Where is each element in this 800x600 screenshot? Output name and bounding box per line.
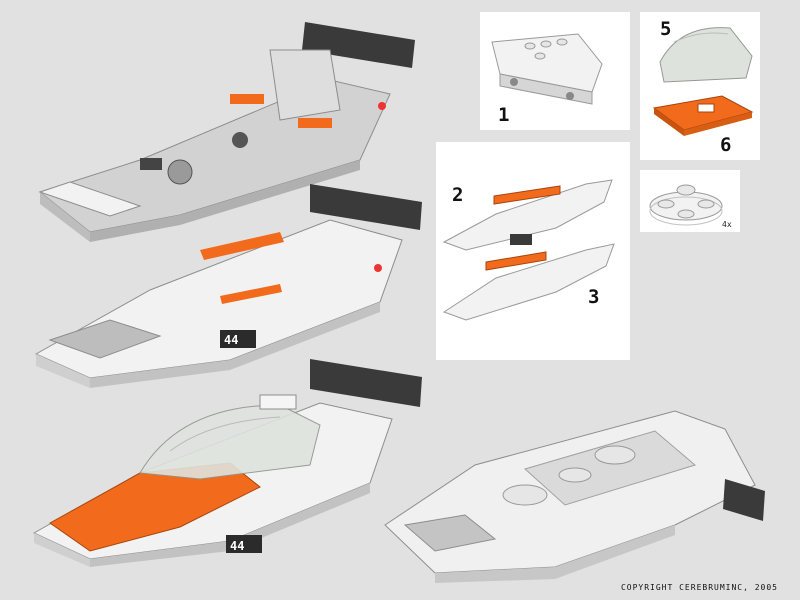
step-5-number: 5 <box>660 18 673 40</box>
step-2-number: 2 <box>452 184 465 206</box>
step-5-6-subassembly-image <box>652 27 754 136</box>
step-1-subassembly-image <box>491 33 603 105</box>
car-number-stage-2: 44 <box>224 333 239 347</box>
step-1-number: 1 <box>498 104 511 126</box>
step-3-number: 3 <box>588 286 601 308</box>
parts-quantity: 4x <box>722 220 732 229</box>
step-2-3-panel: 2 3 <box>436 142 630 360</box>
step-1-panel: 1 <box>480 12 630 130</box>
assembly-stage-3-image <box>32 359 422 567</box>
red-light-2 <box>374 264 382 272</box>
underside-view-image <box>384 410 765 583</box>
red-light-1 <box>378 102 386 110</box>
assembly-stage-1-image <box>38 22 415 242</box>
round-plate-part-image <box>649 184 723 226</box>
step-6-number: 6 <box>720 134 733 156</box>
parts-callout-panel: 4x <box>640 170 740 232</box>
step-5-6-panel: 5 6 <box>640 12 760 160</box>
copyright-notice: COPYRIGHT CEREBRUMINC, 2005 <box>620 583 778 592</box>
assembly-stage-2-image <box>34 184 422 388</box>
car-number-stage-3: 44 <box>230 539 245 553</box>
step-2-3-subassembly-image <box>442 179 615 321</box>
